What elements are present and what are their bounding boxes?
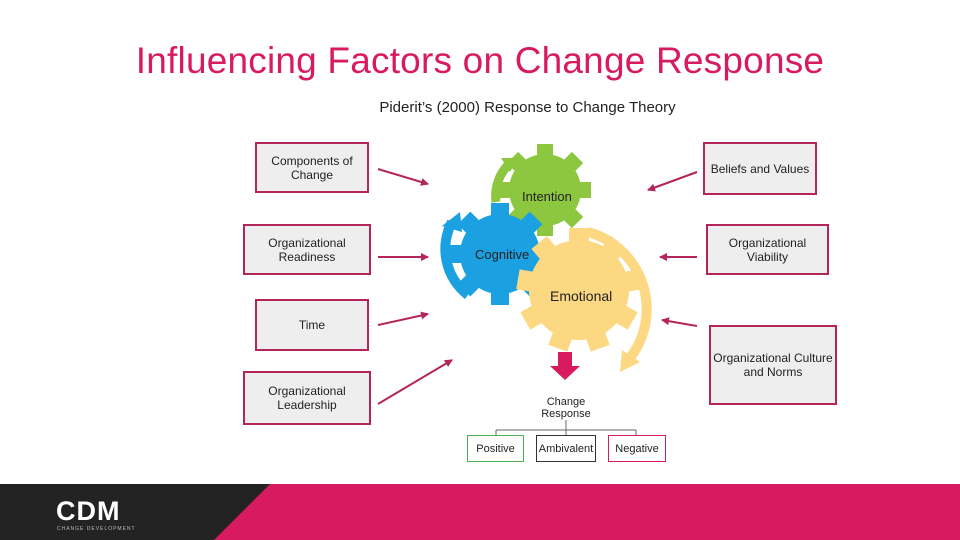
footer-accent xyxy=(214,484,960,540)
factor-time: Time xyxy=(255,299,369,351)
factor-organizational-readiness: Organizational Readiness xyxy=(243,224,371,275)
arrow-leadership xyxy=(377,359,453,405)
change-response-label: Change Response xyxy=(541,396,591,420)
slide-title: Influencing Factors on Change Response xyxy=(135,40,825,81)
arrow-time xyxy=(377,311,429,326)
slide-subtitle: Piderit’s (2000) Response to Change Theo… xyxy=(379,99,676,116)
arrow-components xyxy=(377,168,429,186)
factor-time-label: Time xyxy=(298,318,326,332)
factor-organizational-culture: Organizational Culture and Norms xyxy=(709,325,837,405)
factor-organizational-viability: Organizational Viability xyxy=(706,224,829,275)
factor-culture-label: Organizational Culture and Norms xyxy=(713,351,833,379)
outcome-negative: Negative xyxy=(608,435,666,462)
blue-cycle-arc xyxy=(440,219,472,299)
outcome-ambivalent: Ambivalent xyxy=(536,435,596,462)
factor-beliefs-label: Beliefs and Values xyxy=(710,161,810,176)
yellow-arc-head xyxy=(620,350,640,372)
gear-label-intention: Intention xyxy=(522,189,572,204)
arrow-culture xyxy=(661,317,698,327)
intention-gear xyxy=(499,144,591,236)
gear-label-cognitive: Cognitive xyxy=(475,247,530,262)
outcome-positive: Positive xyxy=(467,435,524,462)
blue-arc-head xyxy=(442,212,462,232)
factor-components-label: Components of Change xyxy=(271,153,353,182)
cdm-tagline: CHANGE DEVELOPMENT xyxy=(57,526,136,532)
cdm-logo: CDM xyxy=(56,496,121,526)
yellow-cycle-arc xyxy=(586,227,652,362)
factor-organizational-leadership: Organizational Leadership xyxy=(243,371,371,425)
factor-viability-label: Organizational Viability xyxy=(728,235,807,264)
factor-leadership-label: Organizational Leadership xyxy=(268,384,346,412)
arrow-beliefs xyxy=(647,171,698,192)
down-arrow-icon xyxy=(550,352,580,380)
factor-readiness-label: Organizational Readiness xyxy=(268,235,346,264)
gear-label-emotional: Emotional xyxy=(550,288,613,304)
emotional-gear xyxy=(516,228,642,352)
factor-beliefs-and-values: Beliefs and Values xyxy=(703,142,817,195)
factor-components-of-change: Components of Change xyxy=(255,142,369,193)
